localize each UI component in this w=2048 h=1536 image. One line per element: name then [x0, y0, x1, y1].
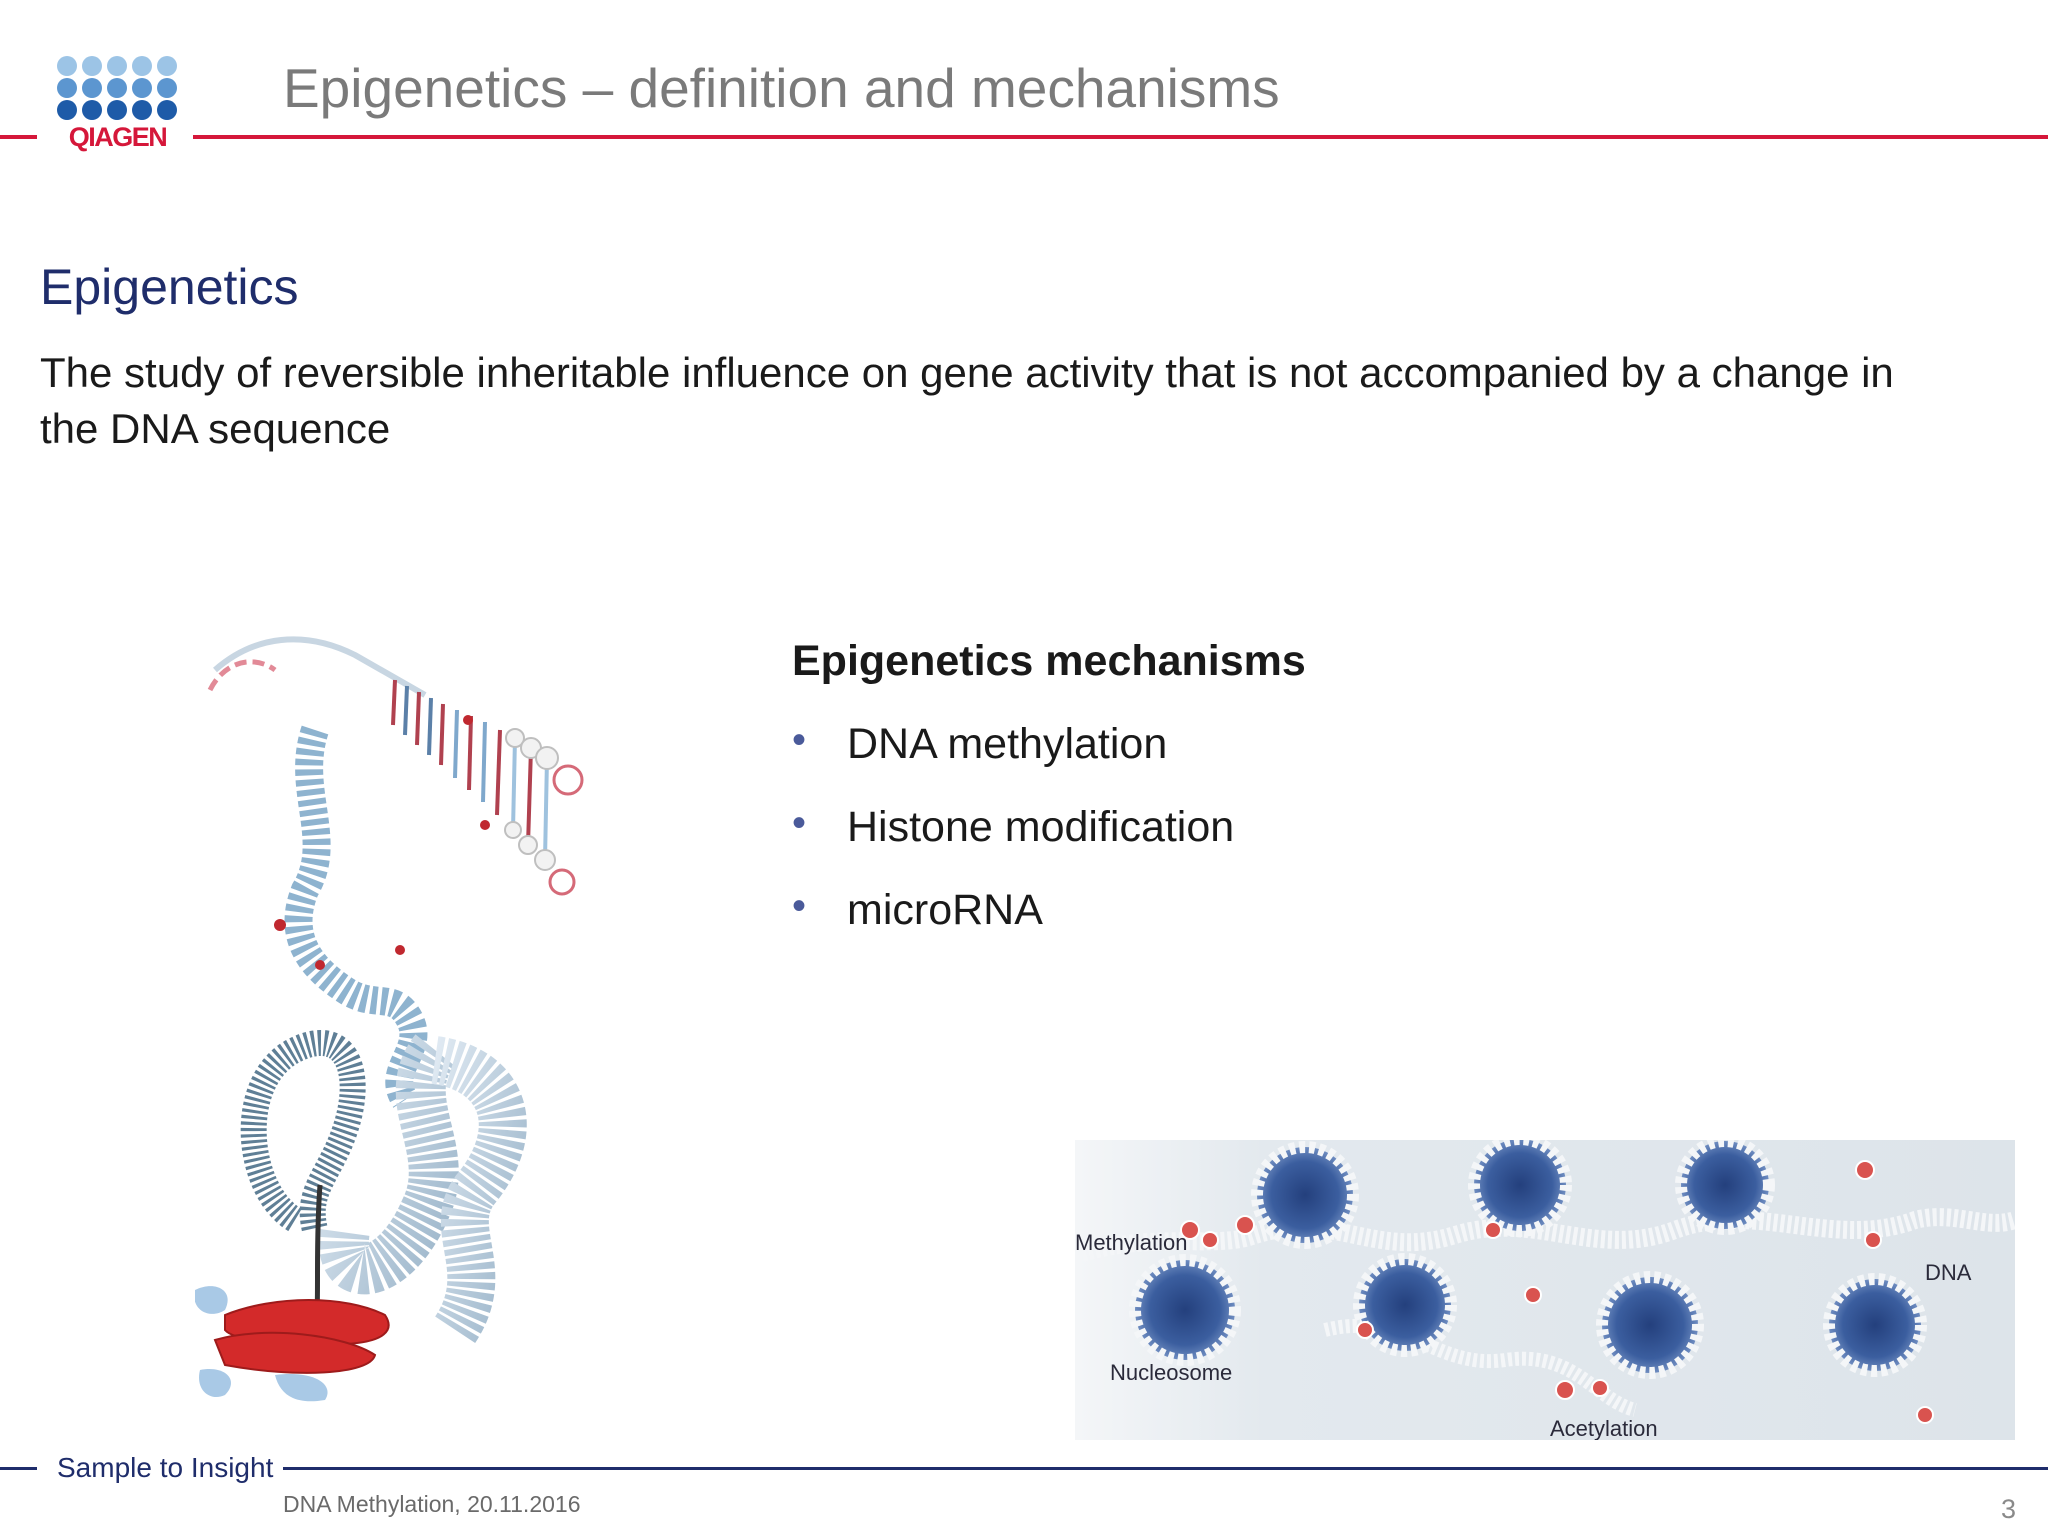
- mechanism-label: DNA methylation: [847, 720, 1168, 768]
- nucleosome-illustration: Methylation DNA Nucleosome Acetylation: [1075, 1140, 2015, 1440]
- section-heading: Epigenetics: [40, 259, 299, 315]
- footer-rule: [283, 1467, 2048, 1470]
- bullet-icon: •: [792, 718, 807, 762]
- label-acetylation: Acetylation: [1550, 1416, 1658, 1440]
- mechanism-label: microRNA: [847, 886, 1043, 934]
- bullet-icon: •: [792, 884, 807, 928]
- mechanism-label: Histone modification: [847, 803, 1235, 851]
- label-nucleosome: Nucleosome: [1110, 1360, 1232, 1385]
- definition-text: The study of reversible inheritable infl…: [40, 349, 1894, 452]
- label-dna: DNA: [1925, 1260, 1972, 1285]
- logo-dots-icon: [57, 56, 177, 120]
- logo-wordmark: QIAGEN: [68, 122, 168, 152]
- header-rule-left: [0, 135, 37, 139]
- page-number: 3: [2000, 1494, 2016, 1524]
- dna-chromatin-illustration: [195, 636, 584, 1402]
- footer-tagline: Sample to Insight: [57, 1452, 274, 1483]
- bullet-icon: •: [792, 801, 807, 845]
- header-rule: [193, 135, 2048, 139]
- label-methylation: Methylation: [1075, 1230, 1188, 1255]
- mechanisms-title: Epigenetics mechanisms: [792, 637, 1306, 685]
- footer-rule-left: [0, 1467, 37, 1470]
- footer-presentation-info: DNA Methylation, 20.11.2016: [283, 1491, 581, 1517]
- qiagen-logo: QIAGEN: [55, 54, 180, 154]
- slide-title: Epigenetics – definition and mechanisms: [283, 57, 1280, 119]
